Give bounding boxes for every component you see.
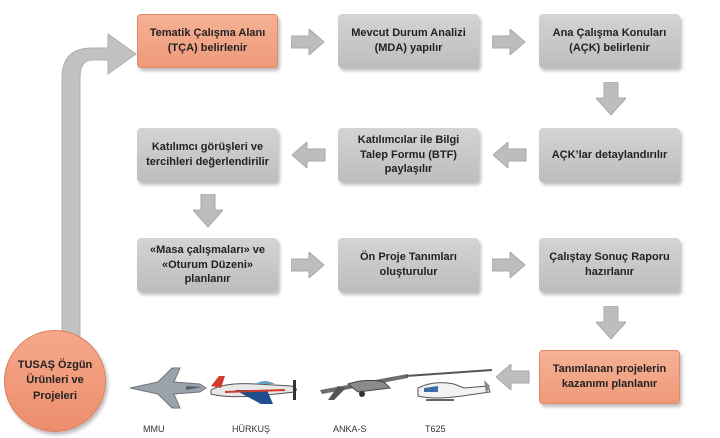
product-label-t625: T625 bbox=[425, 424, 446, 434]
tusas-products-circle: TUSAŞ Özgün Ürünleri ve Projeleri bbox=[4, 330, 106, 432]
t625-helicopter-icon bbox=[405, 369, 493, 401]
views-box: Katılımcı görüşleri ve tercihleri değerl… bbox=[137, 128, 278, 182]
calistay-box: Çalıştay Sonuç Raporu hazırlanır bbox=[539, 238, 680, 292]
ack-detail-box: AÇK’lar detaylandırılır bbox=[539, 128, 680, 182]
arrow-right-1 bbox=[291, 29, 325, 55]
ack-box: Ana Çalışma Konuları (AÇK) belirlenir bbox=[539, 14, 680, 68]
hurkus-plane-icon bbox=[210, 376, 297, 404]
product-label-hurkus: HÜRKUŞ bbox=[232, 424, 271, 434]
arrow-left-1 bbox=[493, 142, 527, 168]
product-label-anka-s: ANKA-S bbox=[333, 424, 367, 434]
arrow-down-1 bbox=[596, 82, 626, 116]
on-proje-box: Ön Proje Tanımları oluşturulur bbox=[338, 238, 479, 292]
anka-s-drone-icon bbox=[320, 374, 408, 400]
kazanim-box: Tanımlanan projelerin kazanımı planlanır bbox=[539, 350, 680, 404]
arrow-right-4 bbox=[492, 252, 526, 278]
masa-box: «Masa çalışmaları» ve «Oturum Düzeni» pl… bbox=[137, 238, 278, 292]
arrow-right-2 bbox=[492, 29, 526, 55]
mda-box: Mevcut Durum Analizi (MDA) yapılır bbox=[338, 14, 479, 68]
arrow-left-2 bbox=[292, 142, 326, 168]
arrow-right-3 bbox=[291, 252, 325, 278]
mmu-jet-icon bbox=[129, 367, 207, 409]
arrow-down-2 bbox=[193, 194, 223, 228]
product-label-mmu: MMU bbox=[143, 424, 165, 434]
btf-box: Katılımcılar ile Bilgi Talep Formu (BTF)… bbox=[338, 128, 479, 182]
circle-label: TUSAŞ Özgün Ürünleri ve Projeleri bbox=[17, 358, 93, 402]
arrow-left-3 bbox=[496, 364, 530, 390]
arrow-down-3 bbox=[596, 306, 626, 340]
tca-box: Tematik Çalışma Alanı (TÇA) belirlenir bbox=[137, 14, 278, 68]
